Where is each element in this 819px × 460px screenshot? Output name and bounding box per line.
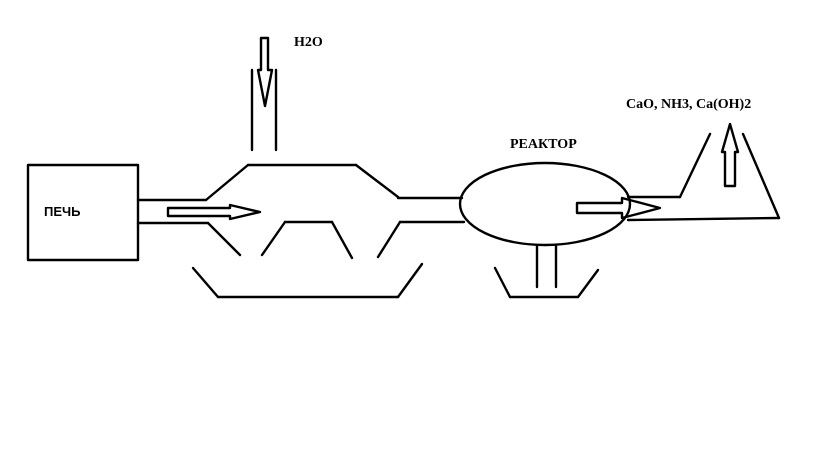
up-arrow-icon	[720, 122, 740, 188]
reactor-label: РЕАКТОР	[510, 137, 577, 152]
flow-arrow-icon	[166, 203, 262, 221]
furnace: ПЕЧЬ	[26, 163, 140, 262]
reactor-inlet-pipe	[396, 196, 466, 224]
product-outlet: CaO, NH3, Ca(OH)2	[626, 97, 781, 222]
water-inlet-label: H2O	[294, 35, 323, 50]
water-inlet: H2O	[250, 35, 323, 152]
furnace-outlet-pipe	[136, 198, 210, 225]
hydration-chamber	[191, 163, 424, 299]
products-label: CaO, NH3, Ca(OH)2	[626, 97, 751, 112]
furnace-label: ПЕЧЬ	[44, 204, 81, 219]
reactor: РЕАКТОР	[458, 137, 632, 299]
down-arrow-icon	[256, 36, 274, 108]
flow-arrow-icon	[575, 196, 662, 220]
